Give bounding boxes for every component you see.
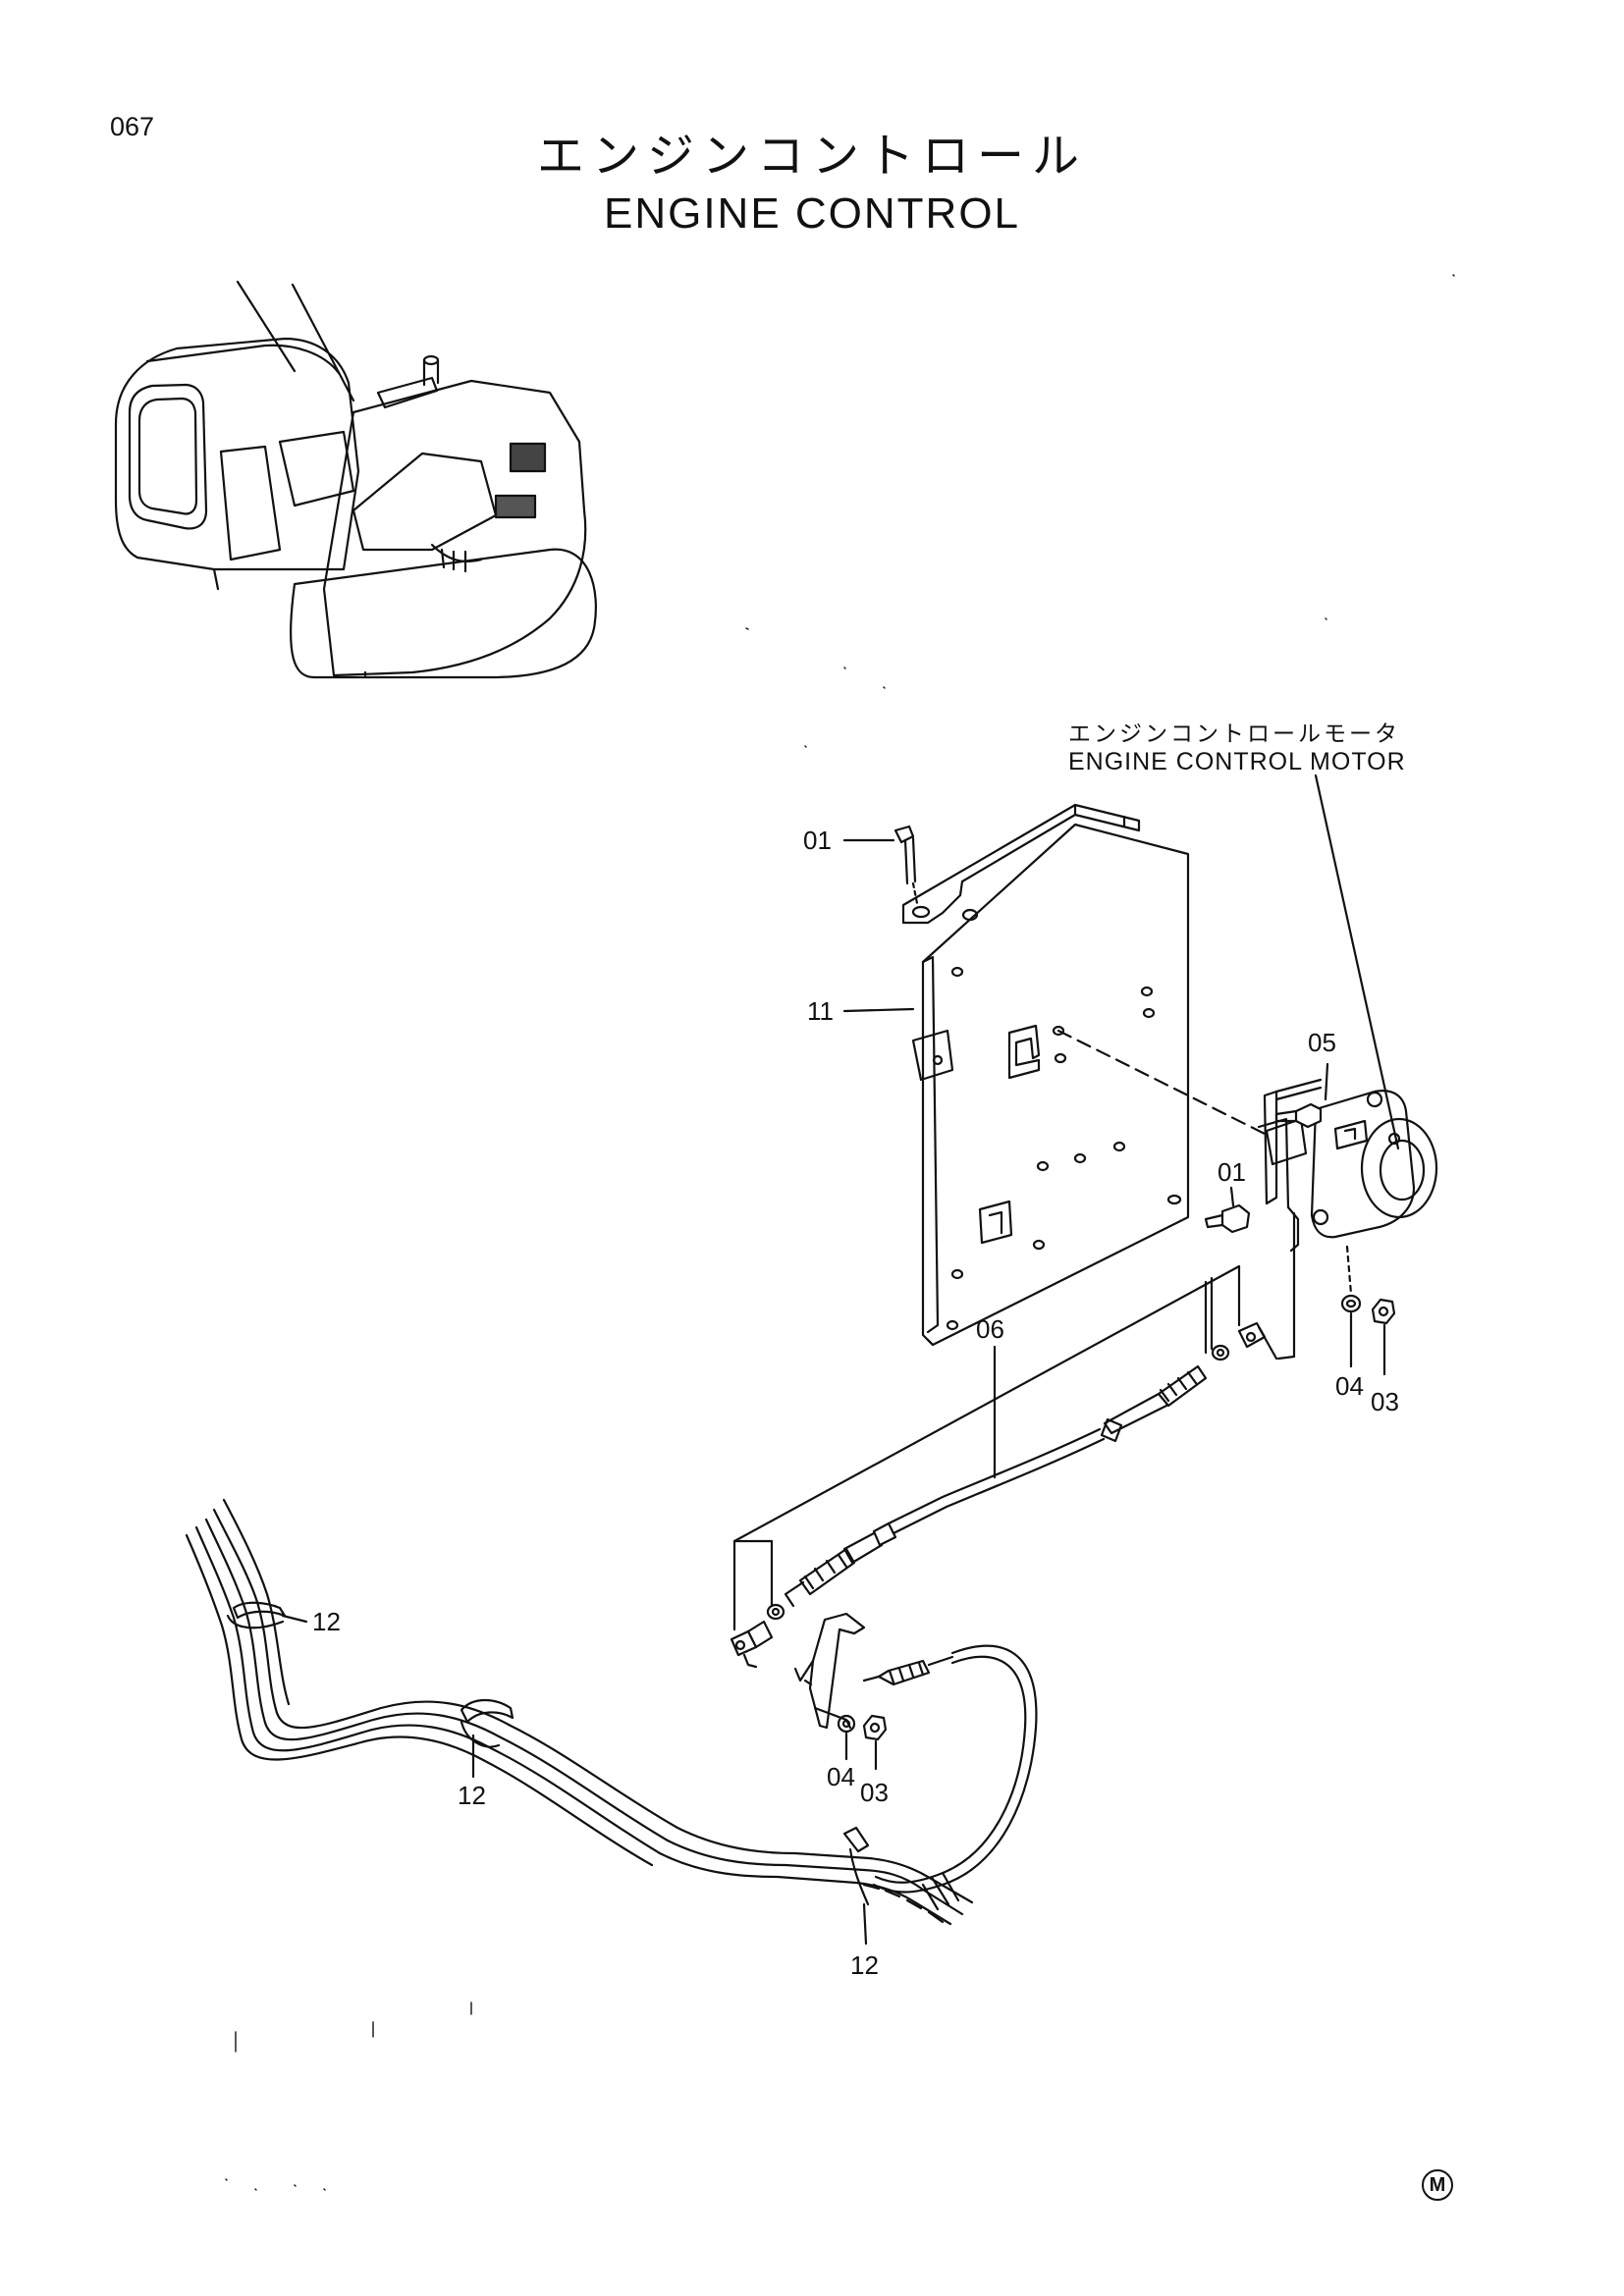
boom-line	[291, 283, 355, 402]
title-english: ENGINE CONTROL	[603, 189, 1021, 238]
hatched-box	[494, 494, 537, 519]
side-flange	[921, 955, 940, 1334]
engine-cover	[322, 379, 587, 677]
cable-tie-12-mid	[460, 1698, 514, 1724]
bolt-01-top	[842, 825, 919, 905]
label-06: 06	[976, 1314, 1004, 1344]
hose-bundle	[185, 1498, 974, 1946]
bolt-05	[1274, 1062, 1329, 1129]
label-11: 11	[807, 996, 834, 1026]
label-12-bottom: 12	[850, 1950, 879, 1980]
label-03-low: 03	[860, 1778, 889, 1807]
washer-04-right	[1340, 1245, 1362, 1368]
engine-control-motor	[1257, 1078, 1438, 1253]
clip-bracket	[978, 1200, 1013, 1245]
label-04-right: 04	[1335, 1371, 1364, 1401]
label-12-mid: 12	[458, 1781, 486, 1810]
clip-bracket	[1007, 1024, 1041, 1080]
label-03-right: 03	[1371, 1387, 1399, 1416]
plate-face	[921, 823, 1190, 1347]
cab-outline	[114, 337, 360, 571]
cab-window-rear	[278, 430, 355, 507]
top-bracket	[901, 803, 1141, 925]
cab-window-side	[219, 445, 282, 561]
motor-shaft-face	[1360, 1117, 1438, 1219]
cab-roof	[145, 344, 341, 375]
motor-leader-line	[1314, 774, 1400, 1150]
cab-window-inner	[137, 397, 198, 515]
nut-03-right	[1371, 1298, 1396, 1376]
bolt-01-mid	[1204, 1186, 1251, 1234]
cable-tie-12-right	[842, 1826, 870, 1853]
cable-bracket-lines	[732, 1211, 1296, 1631]
hatched-box	[509, 442, 547, 473]
motor-callout-english: ENGINE CONTROL MOTOR	[1068, 748, 1406, 775]
label-01-top: 01	[803, 826, 832, 855]
title-block: エンジンコントロール ENGINE CONTROL	[0, 126, 1624, 241]
title-japanese: エンジンコントロール	[536, 129, 1087, 184]
pedal-cable	[862, 1644, 1038, 1894]
label-05: 05	[1308, 1028, 1336, 1057]
motor-housing	[1310, 1090, 1416, 1239]
label-04-low: 04	[827, 1762, 855, 1791]
page-number: 067	[110, 112, 155, 141]
motor-callout-japanese: エンジンコントロールモータ	[1068, 721, 1400, 747]
label-01-mid: 01	[1218, 1157, 1246, 1187]
manufacturer-mark: M	[1422, 2169, 1453, 2201]
boom-line	[236, 280, 297, 373]
excavator-overview	[114, 280, 597, 679]
washer-04-low	[837, 1714, 856, 1761]
nut-03-low	[862, 1714, 888, 1771]
control-panel	[352, 452, 498, 552]
mounting-plate	[901, 803, 1190, 1347]
leader-11	[842, 1007, 915, 1013]
scan-dots	[225, 274, 1455, 2191]
exhaust-stack	[422, 358, 440, 387]
label-12-left: 12	[312, 1607, 341, 1636]
control-cable-06	[730, 1321, 1278, 1669]
alignment-line	[1056, 1029, 1269, 1137]
motor-bracket	[1263, 1090, 1278, 1205]
pedal-lever	[793, 1612, 866, 1730]
cab-window-front	[128, 383, 208, 530]
counterweight	[289, 548, 597, 679]
